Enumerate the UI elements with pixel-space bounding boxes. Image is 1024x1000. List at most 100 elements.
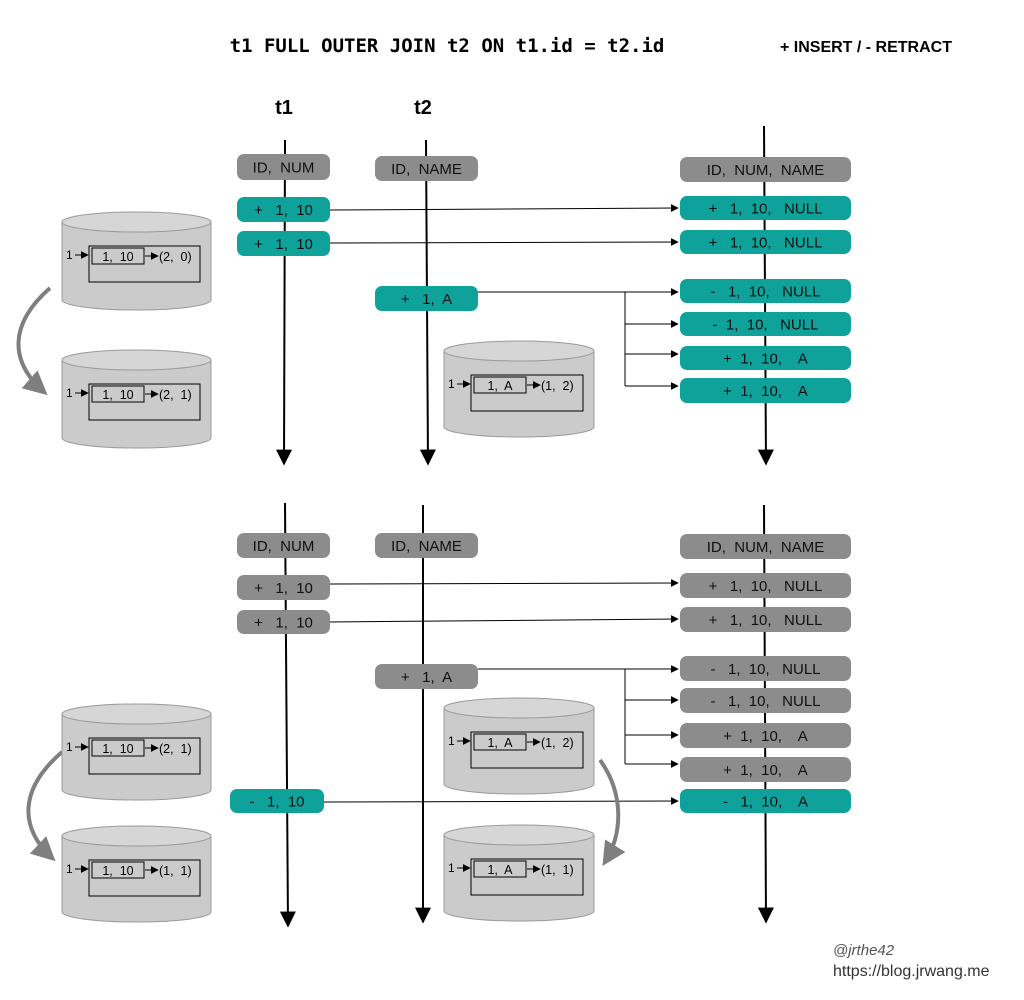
store-body (61, 836, 212, 923)
t2-record: + 1, A (375, 664, 478, 689)
output-record-label: - 1, 10, NULL (710, 284, 820, 301)
store-lid (443, 697, 595, 719)
row-box (91, 385, 145, 403)
t2-header-bottom: ID, NAME (375, 533, 478, 558)
legend-label: + INSERT / - RETRACT (780, 39, 952, 56)
output-record-shape (680, 312, 851, 336)
row-box (473, 733, 527, 751)
output-record: - 1, 10, NULL (680, 312, 851, 336)
t2-record: + 1, A (375, 286, 478, 311)
row-box (91, 861, 145, 879)
output-record: - 1, 10, A (680, 789, 851, 813)
store-lid (61, 825, 212, 847)
output-record-label: + 1, 10, NULL (709, 612, 823, 629)
output-record: + 1, 10, A (680, 723, 851, 748)
output-record: + 1, 10, A (680, 757, 851, 782)
t1-header-top-shape (237, 154, 330, 180)
top-connectors (329, 204, 679, 390)
t2-header-bottom-label: ID, NAME (391, 538, 462, 555)
output-record-label: - 1, 10, NULL (710, 693, 820, 710)
output-record-shape (680, 346, 851, 370)
state-transition-arrow (26, 750, 64, 862)
t1-record-label: + 1, 10 (254, 615, 313, 632)
output-record-label: + 1, 10, A (723, 351, 808, 368)
state-count: (2, 1) (159, 742, 192, 756)
output-record-shape (680, 723, 851, 748)
output-record-shape (680, 279, 851, 303)
state-box (88, 737, 201, 775)
t1-record-shape (237, 610, 330, 634)
t1-record: + 1, 10 (237, 610, 330, 634)
state-count: (1, 1) (159, 864, 192, 878)
t1-header-bottom-shape (237, 533, 330, 558)
t2-header-top-label: ID, NAME (391, 161, 462, 178)
state-count: (1, 2) (541, 379, 574, 393)
t2-header-top: ID, NAME (375, 156, 478, 181)
t2-header-bottom-shape (375, 533, 478, 558)
output-record-label: + 1, 10, NULL (709, 201, 823, 218)
state-row: 1, A (487, 863, 513, 877)
t1-record: + 1, 10 (237, 197, 330, 222)
state-row: 1, 10 (102, 864, 133, 878)
state-key: 1 (448, 377, 455, 391)
state-count: (2, 1) (159, 388, 192, 402)
t2-record-label: + 1, A (401, 669, 452, 686)
state-transitions (16, 286, 626, 867)
t1-header-bottom: ID, NUM (237, 533, 330, 558)
output-record-label: + 1, 10, NULL (709, 235, 823, 252)
row-box (91, 739, 145, 757)
row-box (473, 860, 527, 878)
state-row: 1, 10 (102, 250, 133, 264)
store-body (443, 835, 595, 922)
store-body (443, 708, 595, 795)
state-transition-arrow (16, 286, 52, 396)
state-count: (2, 0) (159, 250, 192, 264)
out-timeline-bottom (757, 504, 774, 924)
row-box (473, 376, 527, 394)
output-record-shape (680, 688, 851, 713)
bottom-connectors (323, 579, 679, 806)
t1-record-label: + 1, 10 (254, 580, 313, 597)
output-record: - 1, 10, NULL (680, 279, 851, 303)
credit-handle: @jrthe42 (833, 942, 895, 959)
output-record: + 1, 10, A (680, 378, 851, 403)
state-row: 1, A (487, 736, 513, 750)
output-record-label: - 1, 10, NULL (710, 661, 820, 678)
t1-column-label: t1 (275, 97, 293, 119)
state-key: 1 (448, 734, 455, 748)
output-record-shape (680, 757, 851, 782)
t1-header-top: ID, NUM (237, 154, 330, 180)
t1-record-label: + 1, 10 (254, 202, 313, 219)
state-key: 1 (66, 862, 73, 876)
out-header-top: ID, NUM, NAME (680, 157, 851, 182)
row-box (91, 247, 145, 265)
t1-record-label: - 1, 10 (249, 794, 304, 811)
connector-arrow (329, 615, 679, 624)
store-lid (61, 211, 212, 233)
connector-arrow (329, 204, 679, 213)
state-box (470, 731, 584, 769)
state-box (88, 859, 201, 897)
state-key: 1 (66, 740, 73, 754)
t2-record-label: + 1, A (401, 291, 452, 308)
output-record: - 1, 10, NULL (680, 688, 851, 713)
t1-record-shape (237, 231, 330, 256)
t1-record: + 1, 10 (237, 575, 330, 600)
store-lid (443, 824, 595, 846)
connector-arrow (329, 579, 679, 588)
output-record: + 1, 10, NULL (680, 230, 851, 254)
output-record-label: - 1, 10, A (723, 794, 808, 811)
output-record-label: + 1, 10, A (723, 383, 808, 400)
state-key: 1 (66, 386, 73, 400)
output-record-shape (680, 378, 851, 403)
t1-record-shape (230, 789, 324, 813)
output-record: + 1, 10, NULL (680, 573, 851, 598)
output-record-shape (680, 573, 851, 598)
record-pills: ID, NUM ID, NAME ID, NUM, NAME ID, NUM ID, N… (230, 154, 851, 813)
t1-record: - 1, 10 (230, 789, 324, 813)
out-header-top-label: ID, NUM, NAME (707, 162, 825, 179)
